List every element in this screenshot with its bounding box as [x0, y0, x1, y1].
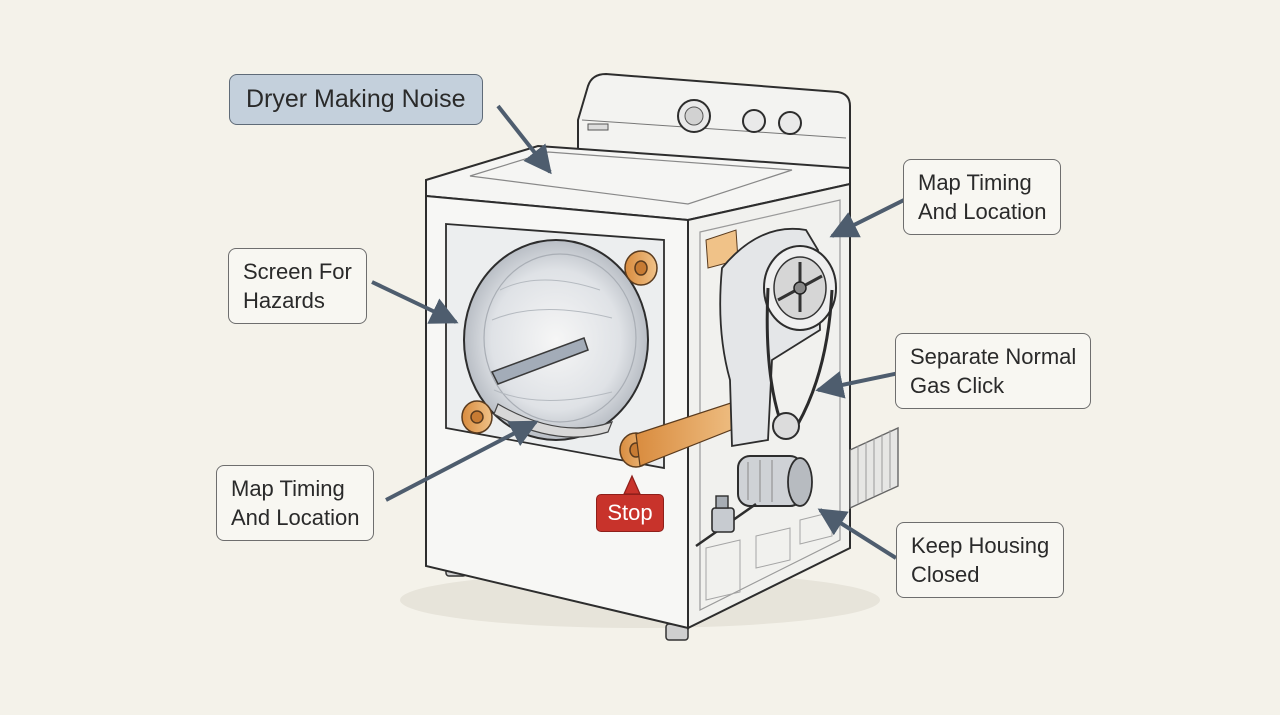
keep-housing-closed-label: Keep Housing Closed	[896, 522, 1065, 598]
leader-arrows	[371, 104, 905, 560]
knob-icon	[742, 109, 766, 133]
vent-duct	[849, 426, 899, 510]
drum	[463, 239, 649, 441]
map-timing-top-label: Map Timing And Location	[903, 159, 1062, 235]
map-timing-bottom-label: Map Timing And Location	[216, 465, 375, 541]
belt-idler-pulley	[772, 412, 800, 440]
title-label: Dryer Making Noise	[229, 74, 483, 125]
drive-motor	[737, 455, 813, 507]
gas-valve	[695, 495, 757, 548]
drive-pulley	[763, 245, 837, 331]
separate-gas-click-label: Separate Normal Gas Click	[895, 333, 1092, 409]
stop-sign-icon: Stop	[596, 494, 664, 532]
knob-icon	[778, 111, 802, 135]
drum-baffle	[490, 337, 589, 385]
screen-hazards-label: Screen For Hazards	[228, 248, 367, 324]
drive-belt	[765, 287, 834, 425]
control-console	[577, 72, 851, 176]
